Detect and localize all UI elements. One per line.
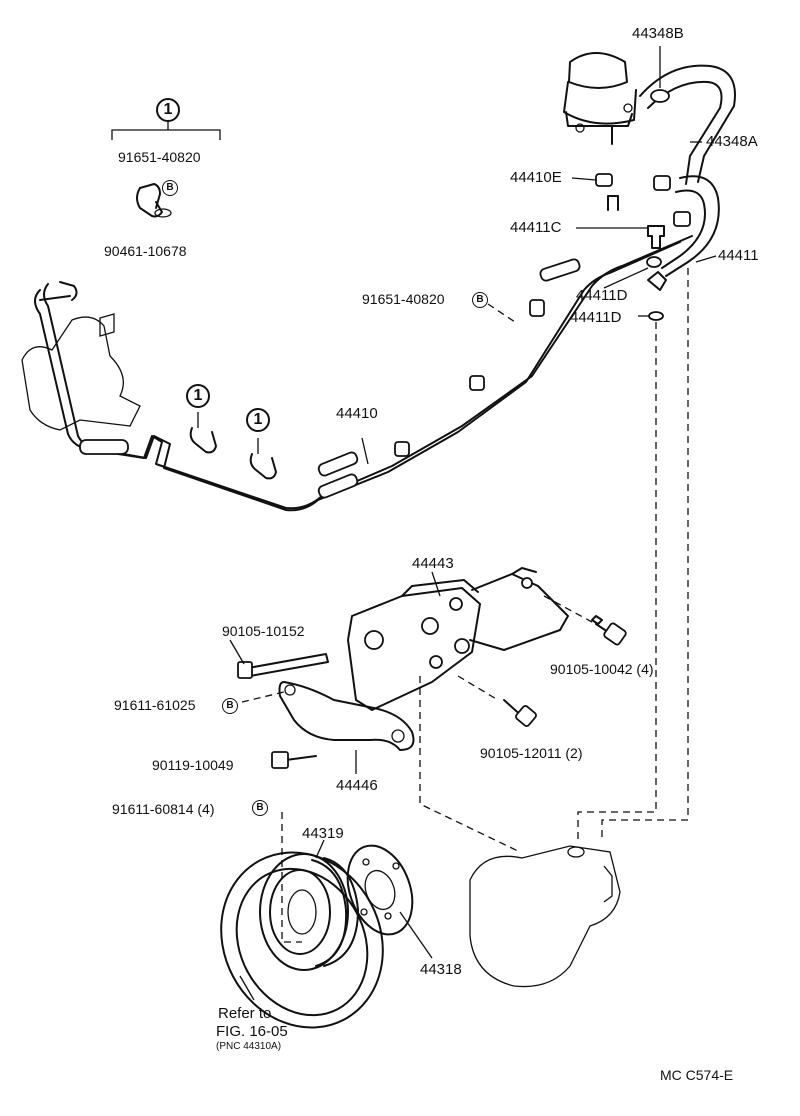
part-label-44411C: 44411C — [510, 219, 562, 236]
part-label-44411: 44411 — [718, 247, 759, 264]
refer-note-line3: (PNC 44310A) — [216, 1041, 282, 1052]
part-label-44443: 44443 — [412, 555, 454, 572]
tube-clamps — [189, 412, 277, 480]
reservoir-tank-icon — [563, 52, 637, 145]
adjusting-bar-44446 — [278, 681, 415, 751]
legend-part-top: 91651-40820 — [118, 149, 201, 165]
pump-outline — [469, 845, 621, 988]
legend-part-bottom: 90461-10678 — [104, 243, 187, 259]
part-label-44319: 44319 — [302, 825, 344, 842]
pressure-tube-44410 — [34, 235, 693, 512]
return-hose-44411 — [661, 175, 720, 277]
legend-circle-number: 1 — [156, 98, 180, 122]
refer-note-line1: Refer to — [218, 1005, 272, 1022]
b-mark-1: B — [472, 292, 488, 308]
part-label-90105-10152: 90105-10152 — [222, 623, 305, 639]
assembly-dashed-lines — [241, 268, 689, 943]
part-label-90119-10049: 90119-10049 — [152, 757, 234, 773]
part-label-44411D-a: 44411D — [576, 287, 628, 304]
clamp-callout-2: 1 — [246, 408, 270, 432]
b-mark-3: B — [252, 800, 268, 816]
part-label-90105-12011: 90105-12011 (2) — [480, 745, 583, 761]
legend-b-mark: B — [162, 180, 178, 196]
part-label-90105-10042: 90105-10042 (4) — [550, 661, 654, 677]
legend-clamp-icon — [136, 183, 172, 218]
refer-note-line2: FIG. 16-05 — [216, 1023, 288, 1040]
pulley-plate-44318 — [346, 844, 414, 936]
reservoir-hose-44348 — [639, 64, 736, 185]
part-label-44411D-b: 44411D — [570, 309, 622, 326]
part-label-91651-40820: 91651-40820 — [362, 291, 445, 307]
part-label-44410: 44410 — [336, 405, 378, 422]
part-label-91611-61025: 91611-61025 — [114, 697, 196, 713]
part-label-44446: 44446 — [336, 777, 378, 794]
steering-gear-outline — [21, 313, 141, 431]
part-label-44410E: 44410E — [510, 169, 562, 186]
union-fittings — [595, 173, 691, 321]
figure-code: MC C574-E — [660, 1067, 734, 1083]
leader-lines — [229, 46, 717, 1001]
part-label-91611-60814: 91611-60814 (4) — [112, 801, 215, 817]
pump-bracket-44443 — [347, 567, 569, 711]
clamp-callout-1: 1 — [186, 384, 210, 408]
part-label-44348B: 44348B — [632, 25, 684, 42]
b-mark-2: B — [222, 698, 238, 714]
part-label-44348A: 44348A — [706, 133, 758, 150]
bolts — [237, 615, 627, 769]
legend-bracket — [111, 122, 221, 140]
part-label-44318: 44318 — [420, 961, 462, 978]
